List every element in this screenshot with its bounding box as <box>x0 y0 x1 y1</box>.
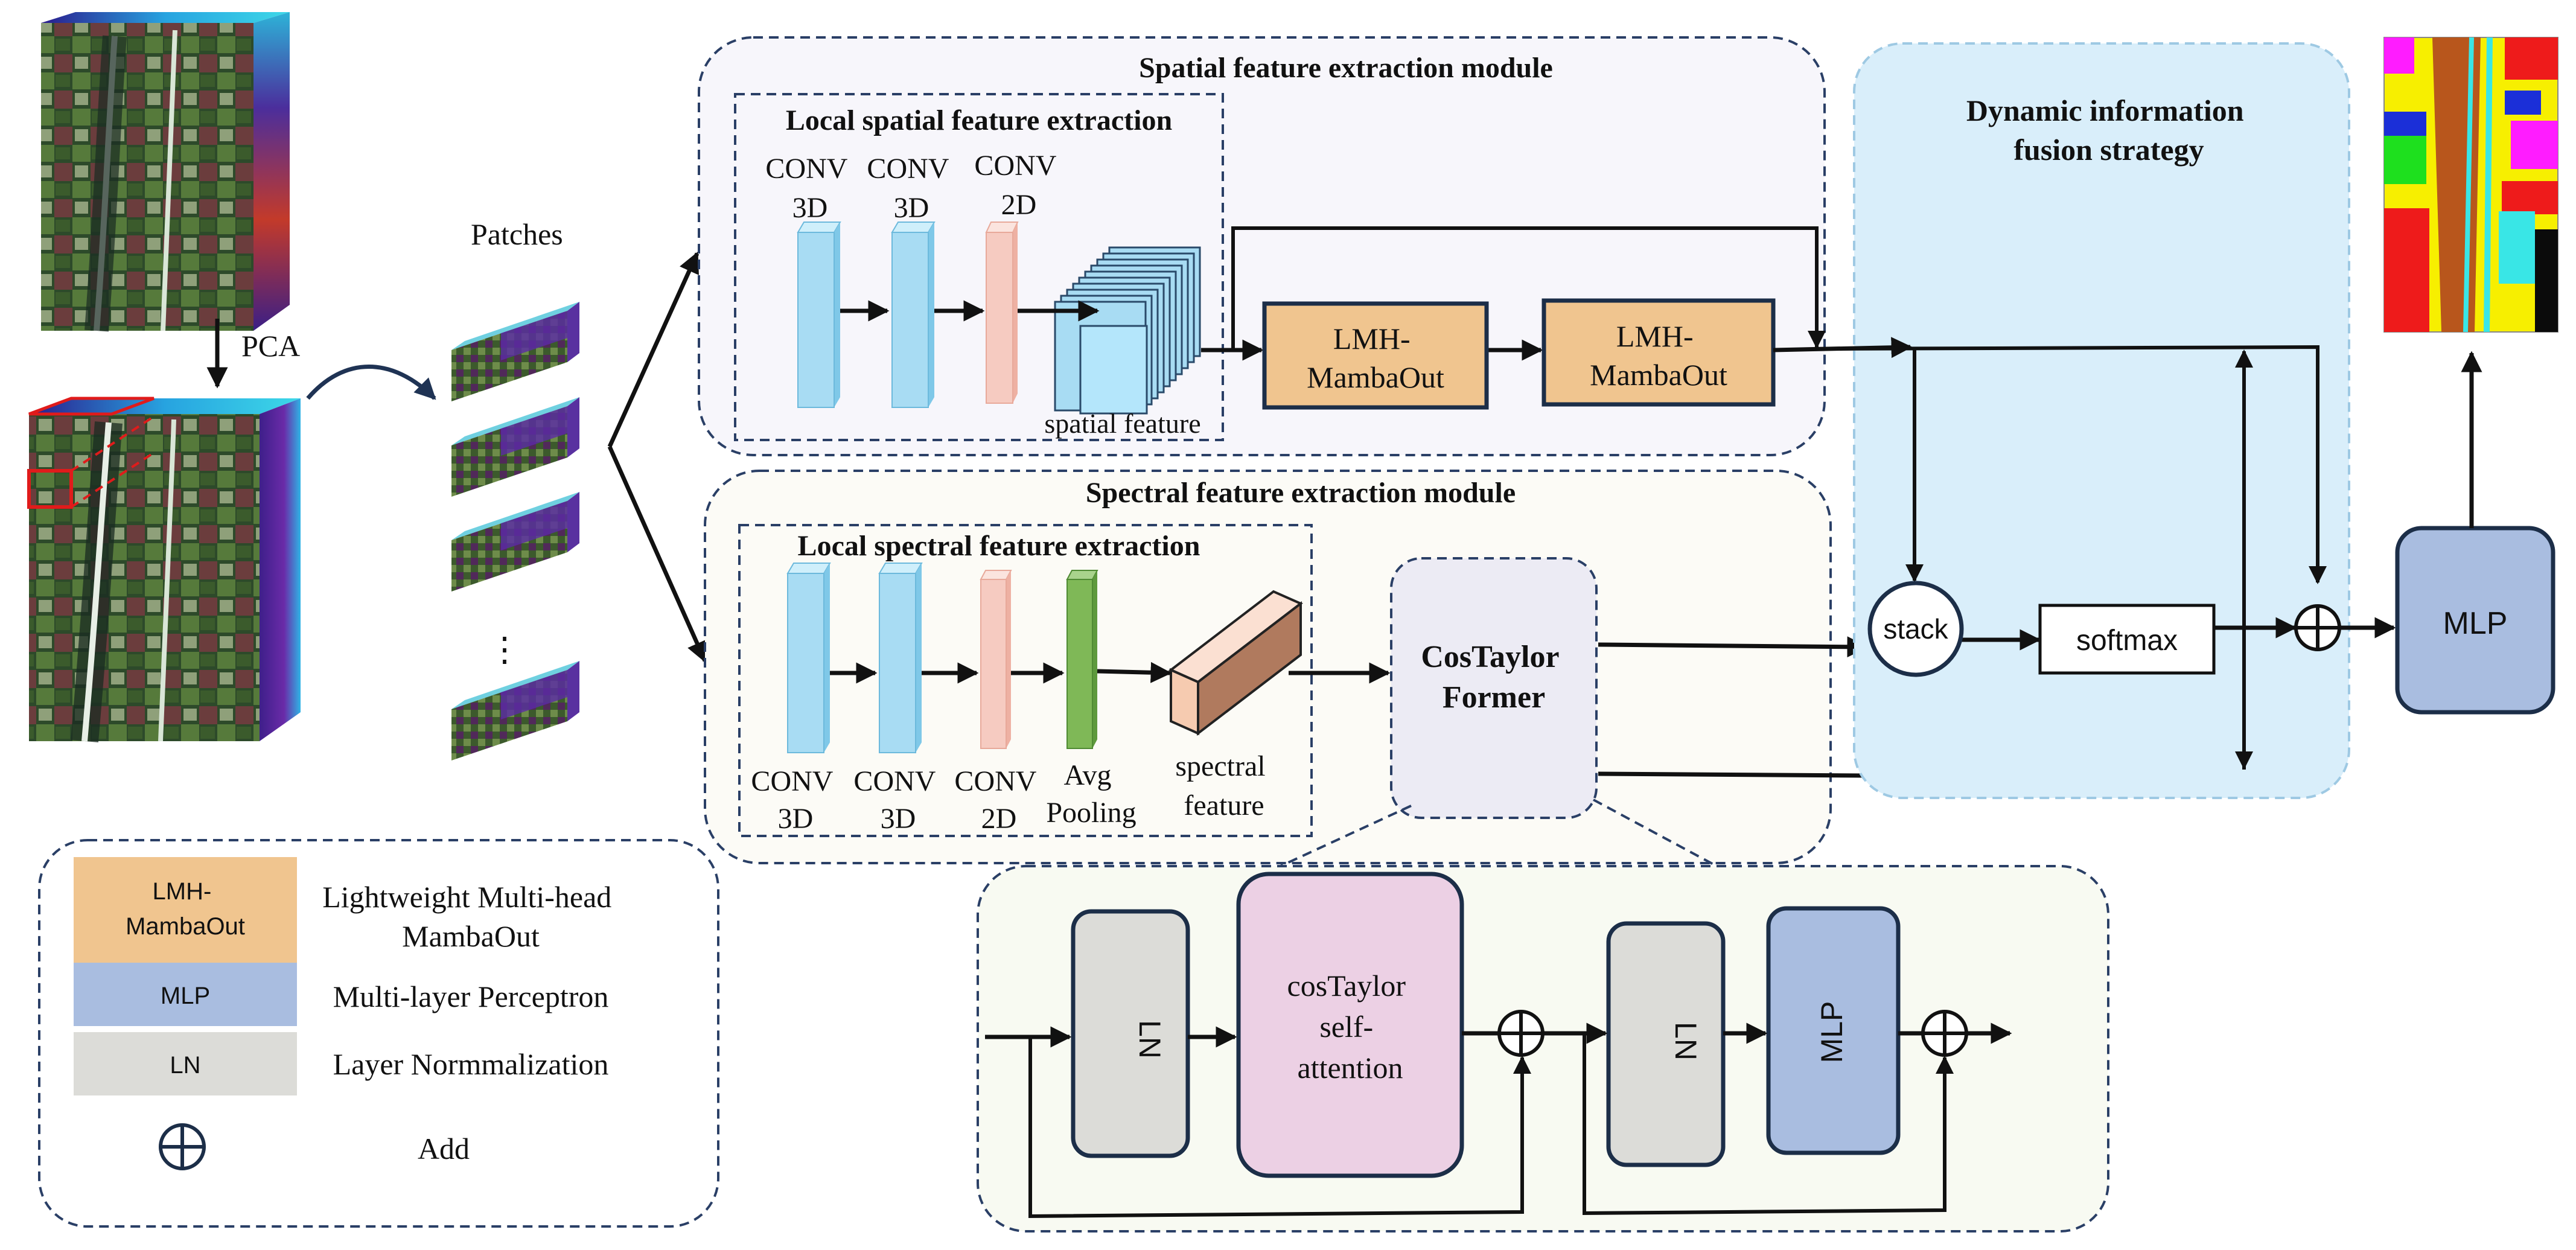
local-spatial-title: Local spatial feature extraction <box>786 104 1172 136</box>
lmh-mambaout-block-1: LMH- MambaOut <box>1262 301 1489 410</box>
legend-item-ln: LN Layer Normmalization <box>74 1032 608 1095</box>
svg-text:Lightweight Multi-head M: Lightweight Multi-head MambaOut <box>322 880 619 953</box>
former-zoom-lines <box>1276 799 1721 869</box>
cube-to-patches-arrow <box>306 365 436 400</box>
spectral-feature-label: spectral feature <box>1175 750 1272 821</box>
local-spatial-panel <box>734 93 1224 441</box>
spatial-feature-label: spatial feature <box>1044 408 1200 439</box>
detail-mlp-block: MLP <box>1766 906 1901 1155</box>
spectral-feature-block <box>1168 590 1303 736</box>
softmax-block: softmax <box>2038 604 2216 675</box>
detail-ln-block-2: LN <box>1606 921 1726 1167</box>
patch <box>451 492 579 592</box>
fusion-add-icon <box>2294 604 2341 651</box>
avg-pooling-label: Avg Pooling <box>1046 759 1136 829</box>
svg-text:LN: LN <box>170 1052 200 1079</box>
patches-label: Patches <box>471 217 563 251</box>
spectral-conv3-label: CONV 2D <box>954 765 1043 835</box>
pca-label: PCA <box>241 329 300 363</box>
patch <box>451 397 579 497</box>
patch-stack <box>451 302 579 761</box>
svg-text:MLP: MLP <box>2443 606 2508 641</box>
costaylor-former-block: CosTaylor Former <box>1390 557 1598 819</box>
svg-text:Layer Normmalization: Layer Normmalization <box>333 1047 609 1081</box>
spatial-module-title: Spatial feature extraction module <box>1139 52 1553 84</box>
svg-text:LN: LN <box>1669 1022 1703 1060</box>
classification-map <box>2383 37 2558 333</box>
input-hsi-cube-reduced <box>27 397 301 743</box>
spectral-conv2-label: CONV 3D <box>853 765 942 835</box>
svg-text:stack: stack <box>1883 613 1948 645</box>
spectral-conv3d-layer-2 <box>878 563 923 753</box>
patches-ellipsis: ⋮ <box>488 631 521 669</box>
svg-text:Add: Add <box>418 1132 470 1165</box>
spectral-conv1-label: CONV 3D <box>751 765 840 835</box>
spectral-flow-arrows <box>830 662 1391 684</box>
svg-text:MLP: MLP <box>161 983 210 1009</box>
spatial-conv2d-layer <box>985 222 1019 404</box>
fusion-strategy-title: Dynamic information fusion strategy <box>1966 94 2251 167</box>
svg-text:cosTaylor self- at: cosTaylor self- attention <box>1287 969 1414 1085</box>
patch <box>451 661 579 761</box>
svg-text:LN: LN <box>1133 1020 1167 1059</box>
avg-pooling-layer <box>1066 570 1098 749</box>
detail-add-icon-1 <box>1497 1010 1545 1057</box>
spatial-conv2-label: CONV 3D <box>867 153 955 224</box>
spatial-conv1-label: CONV 3D <box>765 153 854 224</box>
patches-to-modules-arrows <box>607 251 707 663</box>
spatial-conv3d-layer-1 <box>797 222 841 408</box>
spatial-conv3-label: CONV 2D <box>974 150 1063 221</box>
detail-add-icon-2 <box>1921 1010 1968 1057</box>
svg-text:LMH- MambaOut: LMH- MambaOut <box>126 878 245 940</box>
local-spectral-title: Local spectral feature extraction <box>798 530 1200 562</box>
patch <box>451 302 579 401</box>
detail-flow-arrows <box>985 1022 2012 1219</box>
legend-item-mlp: MLP Multi-layer Perceptron <box>74 963 608 1026</box>
svg-text:CosTaylor Former: CosTaylor Former <box>1421 640 1566 715</box>
svg-text:LMH- MambaOut: LMH- MambaOut <box>1590 319 1727 392</box>
fusion-strategy-panel <box>1853 42 2350 799</box>
fusion-arrows <box>1773 337 2396 770</box>
svg-text:Multi-layer Perceptron: Multi-layer Perceptron <box>333 980 609 1013</box>
legend-item-lmh-mambaout: LMH- MambaOut Lightweight Multi-head Mam… <box>74 857 619 963</box>
svg-text:MLP: MLP <box>1815 1001 1849 1063</box>
input-hsi-cube-top <box>41 12 290 332</box>
detail-attention-block: cosTaylor self- attention <box>1236 872 1464 1178</box>
local-spectral-panel <box>738 524 1313 837</box>
legend-item-add: Add <box>159 1123 470 1170</box>
output-mlp-block: MLP <box>2395 526 2555 715</box>
svg-text:softmax: softmax <box>2076 625 2178 657</box>
spectral-conv3d-layer-1 <box>786 563 831 753</box>
detail-ln-block-1: LN <box>1071 909 1190 1158</box>
add-icon <box>159 1123 206 1170</box>
spatial-conv3d-layer-2 <box>891 222 936 408</box>
spatial-feature-stack <box>1054 246 1201 415</box>
spectral-module-title: Spectral feature extraction module <box>1086 477 1516 509</box>
lmh-mambaout-block-2: LMH- MambaOut <box>1541 298 1776 407</box>
spatial-flow-arrows <box>840 226 1826 361</box>
stack-node: stack <box>1867 581 1964 677</box>
svg-text:LMH- MambaOut: LMH- MambaOut <box>1307 322 1444 394</box>
spectral-conv2d-layer <box>980 570 1012 749</box>
